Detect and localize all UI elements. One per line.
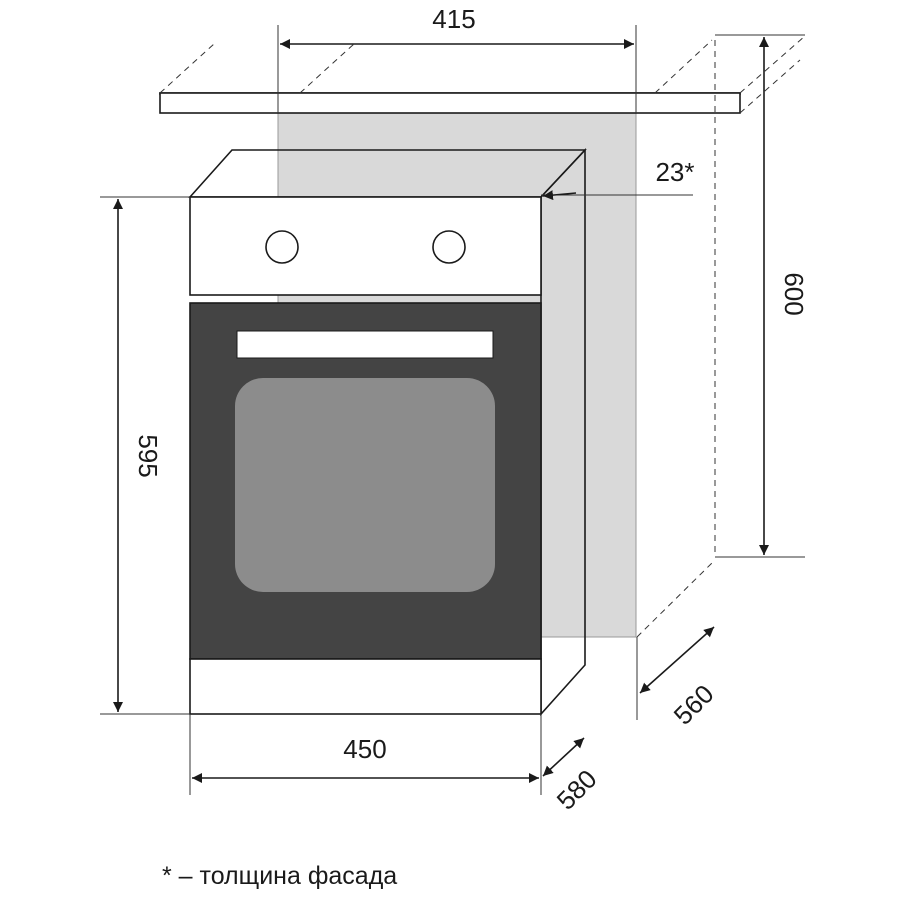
countertop [159,92,741,114]
knob-right [432,230,466,264]
label-niche-depth: 560 [668,679,720,731]
label-facade-thickness: 23* [655,157,694,187]
label-niche-width: 415 [432,4,475,34]
door-handle [236,330,494,359]
bottom-panel [189,658,542,715]
niche-dashed-top-left [159,42,216,94]
label-niche-height: 600 [779,272,809,315]
door-window [235,378,495,592]
niche-dashed-top-right-b [739,35,806,94]
knob-left [265,230,299,264]
label-oven-width: 450 [343,734,386,764]
niche-dashed-bottom-diagonal [636,559,716,638]
niche-dashed-top-mid [299,42,356,94]
control-panel [189,196,542,296]
arrow-23 [542,190,577,201]
niche-dashed-right-diagonal [739,59,801,114]
label-oven-depth: 580 [551,764,603,816]
niche-dashed-top-right-a [654,39,713,94]
arrow-560 [639,626,715,694]
arrow-580 [542,737,585,777]
label-oven-height: 595 [133,434,163,477]
footnote: * – толщина фасада [162,862,398,890]
